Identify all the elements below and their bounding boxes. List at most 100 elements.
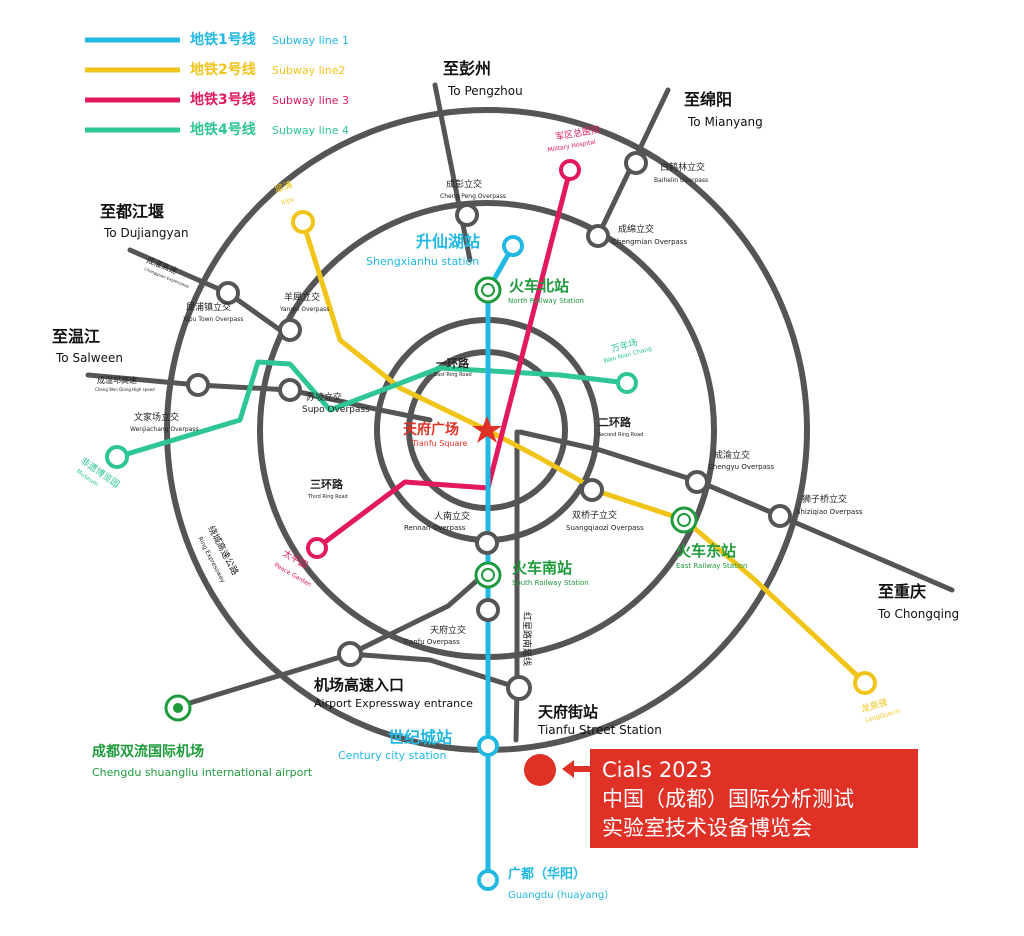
label-chengmian-en: Chengmian Overpass: [612, 238, 687, 246]
legend-label-1-zh: 地铁1号线: [190, 31, 256, 48]
dir-salween-en: To Salween: [55, 351, 123, 365]
label-ring2-zh: 二环路: [598, 415, 632, 429]
dir-mianyang-zh: 至绵阳: [684, 90, 732, 109]
label-chengpeng-en: Cheng Peng Overpass: [440, 193, 506, 200]
expo-annotation-box: Cials 2023 中国（成都）国际分析测试 实验室技术设备博览会: [590, 749, 918, 848]
label-shengxianhu-zh: 升仙湖站: [416, 232, 480, 251]
node-suangqiaozi: [580, 478, 604, 502]
dir-dujiangyan-zh: 至都江堰: [100, 202, 164, 221]
terminal-museum: [105, 445, 129, 469]
legend-label-1-en: Subway line 1: [272, 34, 349, 47]
node-airport-entrance: [337, 641, 363, 667]
terminal-century: [477, 735, 499, 757]
subway-line-2: [300, 219, 868, 686]
legend-label-2-zh: 地铁2号线: [190, 61, 256, 78]
label-suangqiaozi-en: Suangqiaozi Overpass: [566, 524, 644, 532]
overpass-labels: 成彭立交 Cheng Peng Overpass 白鹤林立交 Baihelin …: [130, 161, 863, 646]
label-yangxi-zh: 羊犀立交: [284, 291, 320, 303]
label-xipu-zh: 犀浦镇立交: [186, 301, 231, 313]
legend-label-2-en: Subway line2: [272, 64, 346, 77]
node-yangxi: [278, 318, 302, 342]
railway-stations: [164, 276, 698, 722]
station-south-inner: [481, 568, 495, 582]
node-tianfu-street: [506, 675, 532, 701]
label-baihelin-zh: 白鹤林立交: [660, 161, 705, 173]
label-airport-zh: 成都双流国际机场: [92, 743, 204, 760]
road-airport: [177, 567, 492, 709]
label-baihelin-en: Baihelin Overpass: [654, 177, 708, 184]
label-rennan-zh: 人南立交: [434, 510, 470, 522]
node-tianfu: [476, 598, 500, 622]
label-north-zh: 火车北站: [509, 277, 569, 295]
label-tianfu-zh: 天府立交: [430, 624, 466, 636]
legend-label-3-en: Subway line 3: [272, 94, 349, 107]
airport-node-dot: [173, 703, 183, 713]
label-wenjiachang-zh: 文家场立交: [134, 411, 179, 423]
dir-pengzhou-zh: 至彭州: [443, 59, 491, 78]
label-ring3-en: Third Ring Road: [307, 494, 348, 500]
label-guangdu-en: Guangdu (huayang): [508, 890, 608, 901]
terminal-xipu: [291, 210, 315, 234]
label-tianfu-en: Tianfu Overpass: [402, 638, 460, 646]
subway-line-3: [314, 167, 573, 551]
expo-name-line-1: 中国（成都）国际分析测试: [602, 787, 854, 811]
node-rennan: [475, 531, 499, 555]
label-south-en: South Railway Station: [512, 579, 589, 587]
label-ring1-en: East Ring Road: [434, 372, 472, 378]
station-north-inner: [481, 283, 495, 297]
dir-mianyang-en: To Mianyang: [687, 115, 763, 129]
node-chengpeng: [455, 203, 479, 227]
label-century-en: Century city station: [338, 749, 447, 762]
label-ring3-zh: 三环路: [310, 477, 344, 491]
label-square-en: Tianfu Square: [411, 439, 468, 448]
label-chengmian-zh: 成绵立交: [618, 223, 654, 235]
label-airportentry-en: Airport Expressway entrance: [314, 697, 473, 710]
terminal-taipingyuan: [306, 537, 328, 559]
label-supo-en: Supo Overpass: [302, 405, 370, 415]
label-chengwenqiong-zh: 成温邛高速: [97, 375, 137, 385]
dir-chongqing-en: To Chongqing: [877, 607, 959, 621]
venue-marker: [524, 754, 556, 786]
terminal-stations: [105, 159, 877, 891]
label-shiziqiao-zh: 狮子桥立交: [802, 493, 847, 505]
label-south-zh: 火车南站: [512, 559, 572, 577]
terminal-longquanyi: [853, 671, 877, 695]
label-century-zh: 世纪城站: [388, 728, 452, 747]
station-south-ring: [474, 561, 502, 589]
direction-labels: 至彭州 To Pengzhou 至绵阳 To Mianyang 至都江堰 To …: [52, 59, 959, 621]
label-square-zh: 天府广场: [403, 421, 459, 438]
label-ring2-en: Second Ring Road: [598, 432, 643, 438]
subway-line-4: [114, 359, 630, 460]
label-wenjiachang-en: Wenjiachang Overpass: [130, 426, 199, 433]
label-ring1-zh: 一环路: [436, 356, 470, 370]
label-east-en: East Railway Station: [676, 562, 748, 570]
station-east-inner: [677, 513, 691, 527]
label-hongxing-zh: 红星路南延线: [521, 612, 533, 666]
label-yangxi-en: Yangxi Overpass: [279, 306, 329, 313]
overpass-nodes: [186, 151, 792, 701]
road-pengzhou: [432, 82, 473, 263]
node-chengyu: [685, 470, 709, 494]
arrow-left-icon: [562, 760, 592, 778]
tianfu-square-star-icon: [472, 416, 502, 443]
dir-chongqing-zh: 至重庆: [878, 582, 926, 601]
dir-salween-zh: 至温江: [52, 327, 100, 346]
label-xipu-en: Xipu: [280, 196, 295, 207]
label-rennan-en: Rennan Overpass: [404, 524, 466, 532]
label-chengwenqiong-en: Cheng Wen Qiong High speed: [95, 387, 155, 392]
dir-pengzhou-en: To Pengzhou: [447, 84, 523, 98]
legend-label-3-zh: 地铁3号线: [190, 91, 256, 108]
label-east-zh: 火车东站: [676, 542, 736, 560]
terminal-shengxianhu: [502, 235, 524, 257]
label-suangqiaozi-zh: 双桥子立交: [572, 509, 617, 521]
label-chengyu-en: Chengyu Overpass: [708, 463, 775, 471]
label-tianfustreet-zh: 天府街站: [538, 703, 598, 721]
label-supo-zh: 苏坡立交: [306, 391, 342, 403]
label-guangdu-zh: 广都（华阳）: [508, 866, 586, 882]
node-xipu-town: [216, 281, 240, 305]
node-shiziqiao: [768, 504, 792, 528]
label-xipu-en: Xipu Town Overpass: [183, 316, 243, 323]
label-airportentry-zh: 机场高速入口: [314, 676, 404, 694]
terminal-guangdu: [477, 869, 499, 891]
expo-name-line-2: 实验室技术设备博览会: [602, 816, 812, 840]
